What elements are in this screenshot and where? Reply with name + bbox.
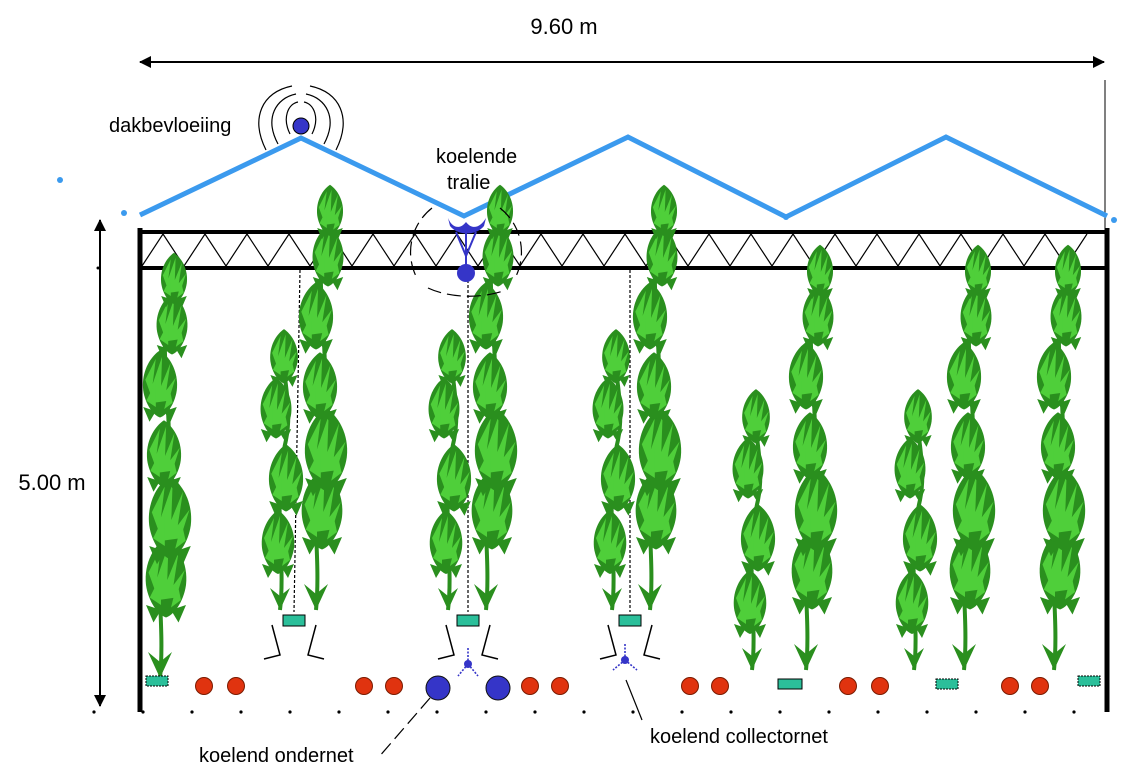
heating-pipe-icon — [227, 677, 245, 695]
floor-dot — [141, 710, 145, 714]
heating-pipe-icon — [711, 677, 729, 695]
cooling-pipe-icon — [425, 675, 451, 701]
floor-dot — [631, 710, 635, 714]
floor-dot — [435, 710, 439, 714]
plant-icon — [789, 245, 837, 670]
height-label: 5.00 m — [18, 470, 85, 495]
cooling-pipe-icon — [485, 675, 511, 701]
heating-pipe-icon — [1031, 677, 1049, 695]
growing-gutter-icon — [263, 614, 325, 660]
growing-gutter-icon — [599, 614, 661, 660]
floor-dot — [778, 710, 782, 714]
heating-pipe-icon — [195, 677, 213, 695]
plant-icon — [593, 329, 636, 610]
roof-dots — [57, 177, 1117, 223]
growing-gutter-icon — [437, 614, 499, 660]
floor-dot — [1072, 710, 1076, 714]
ground-gutters — [145, 675, 1101, 690]
floor-dot — [190, 710, 194, 714]
floor-dot — [1023, 710, 1027, 714]
plant-icon — [947, 245, 995, 670]
heating-pipe-icon — [521, 677, 539, 695]
floor-dot — [484, 710, 488, 714]
floor-dot — [827, 710, 831, 714]
plant-icon — [261, 329, 304, 610]
growing-gutter-icon — [145, 675, 169, 687]
floor-dot — [239, 710, 243, 714]
floor-dot — [386, 710, 390, 714]
floor-dot — [92, 710, 96, 714]
hanging-wires — [293, 269, 631, 613]
heating-pipe-icon — [1001, 677, 1019, 695]
plant-icon — [299, 185, 347, 610]
cooling-nozzle-icon — [457, 648, 479, 677]
plant-icon — [895, 389, 938, 670]
width-dimension — [139, 56, 1106, 232]
undernet-leader — [377, 697, 431, 759]
plant-icon — [633, 185, 681, 610]
floor-dot — [337, 710, 341, 714]
hanging-gutters — [263, 614, 661, 660]
growing-gutter-icon — [1077, 675, 1101, 687]
floor-dot — [533, 710, 537, 714]
heating-pipe-icon — [385, 677, 403, 695]
floor-dots — [92, 710, 1076, 714]
plant-icon — [143, 253, 191, 678]
cooling-nozzle-icon — [612, 644, 638, 671]
width-label: 9.60 m — [530, 14, 597, 39]
roof-irrigation-label: dakbevloeiing — [109, 115, 231, 137]
truss — [96, 230, 1107, 270]
floor-dot — [582, 710, 586, 714]
floor-dot — [876, 710, 880, 714]
heating-pipe-icon — [681, 677, 699, 695]
cooling-truss-icon — [409, 207, 523, 297]
cooling-collector-net-label: koelend collectornet — [650, 726, 828, 748]
cooling-undernet-label: koelend ondernet — [199, 745, 354, 767]
heating-pipes — [195, 677, 1049, 695]
heating-pipe-icon — [871, 677, 889, 695]
plant-icon — [1037, 245, 1085, 670]
cooling-undernet-pipes — [425, 675, 511, 701]
floor-dot — [925, 710, 929, 714]
roof — [138, 134, 1109, 220]
heating-pipe-icon — [839, 677, 857, 695]
floor-dot — [974, 710, 978, 714]
collector-net-leader — [625, 679, 643, 721]
heating-pipe-icon — [355, 677, 373, 695]
cooling-truss-label-line2: tralie — [447, 172, 490, 194]
floor-dot — [729, 710, 733, 714]
floor-dot — [288, 710, 292, 714]
growing-gutter-icon — [777, 678, 803, 690]
growing-gutter-icon — [935, 678, 959, 690]
plant-icon — [469, 185, 517, 610]
crop-plants — [143, 185, 1085, 678]
cooling-truss-label-line1: koelende — [436, 146, 517, 168]
floor-dot — [680, 710, 684, 714]
sprinkler-icon — [258, 85, 344, 151]
heating-pipe-icon — [551, 677, 569, 695]
plant-icon — [429, 329, 472, 610]
plant-icon — [733, 389, 776, 670]
greenhouse-walls — [137, 228, 1110, 712]
